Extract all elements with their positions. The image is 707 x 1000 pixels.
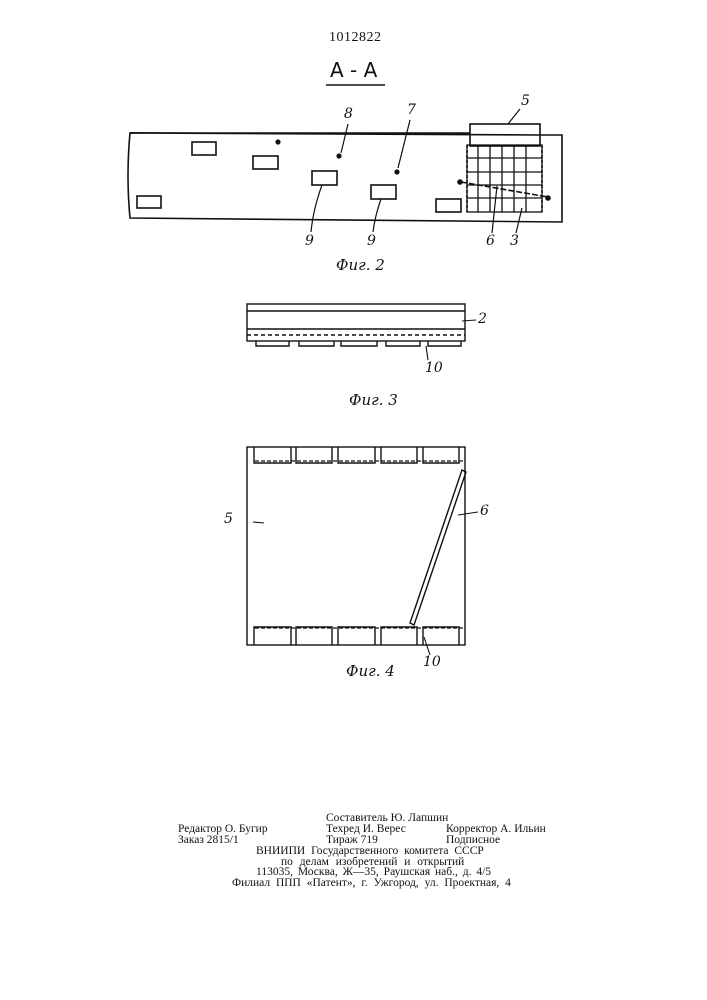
fig3-caption: Фиг. 3 <box>349 391 398 409</box>
fig3-label-10: 10 <box>425 360 443 376</box>
fig2-rect <box>137 196 161 208</box>
fig4-label-5: 5 <box>224 511 233 527</box>
fig2-label-8: 8 <box>344 106 353 122</box>
fig2-label-3: 3 <box>510 233 519 249</box>
fig2-label-6: 6 <box>486 233 495 249</box>
fig2-rect <box>253 156 278 169</box>
footer-branch: Филиал ППП «Патент», г. Ужгород, ул. Про… <box>232 877 511 889</box>
footer-order: Заказ 2815/1 <box>178 834 239 846</box>
fig2-rect <box>436 199 461 212</box>
fig4-label-6: 6 <box>480 503 489 519</box>
fig2-rect <box>312 171 337 185</box>
fig2-label-7: 7 <box>407 102 416 118</box>
fig2-drawing <box>128 109 562 233</box>
fig3-drawing <box>247 304 476 360</box>
fig2-label-5: 5 <box>521 93 530 109</box>
fig2-rect <box>192 142 216 155</box>
fig4-caption: Фиг. 4 <box>346 662 395 680</box>
fig2-rect <box>371 185 396 199</box>
fig2-caption: Фиг. 2 <box>336 256 385 274</box>
fig2-label-9b: 9 <box>367 233 376 249</box>
fig2-label-9a: 9 <box>305 233 314 249</box>
fig4-drawing <box>247 447 478 655</box>
fig2-grid <box>467 145 542 212</box>
fig3-label-2: 2 <box>478 311 487 327</box>
fig4-label-10: 10 <box>423 654 441 670</box>
